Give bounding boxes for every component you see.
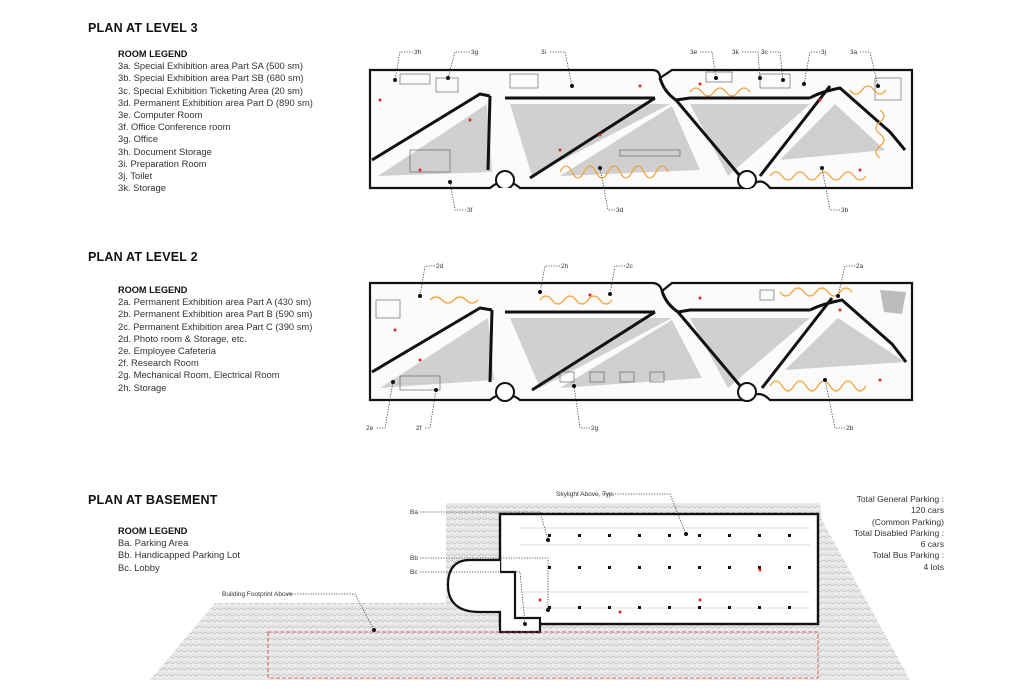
callout-2f: 2f bbox=[416, 425, 422, 432]
legend-item-ba: Ba. Parking Area bbox=[118, 537, 189, 549]
level2-legend-heading: ROOM LEGEND bbox=[118, 285, 188, 295]
legend-item-2a: 2a. Permanent Exhibition area Part A (43… bbox=[118, 296, 312, 308]
parking-aisles bbox=[520, 527, 810, 609]
callout-3c: 3c bbox=[761, 49, 769, 56]
legend-item-2d: 2d. Photo room & Storage, etc. bbox=[118, 332, 247, 344]
legend-item-2b: 2b. Permanent Exhibition area Part B (59… bbox=[118, 308, 313, 320]
legend-item-3f: 3f. Office Conference room bbox=[118, 121, 231, 133]
level2-void-3 bbox=[560, 320, 702, 388]
footprint-label: Building Footprint Above bbox=[222, 591, 293, 598]
callout-dots bbox=[372, 76, 880, 632]
stat-disabled-value: 6 cars bbox=[920, 539, 944, 550]
stat-general-note: (Common Parking) bbox=[871, 516, 944, 527]
level3-route bbox=[559, 85, 887, 181]
legend-item-3a: 3a. Special Exhibition area Part SA (500… bbox=[118, 60, 303, 72]
legend-item-3h: 3h. Document Storage bbox=[118, 145, 212, 157]
red-markers bbox=[378, 82, 882, 626]
legend-item-3g: 3g. Office bbox=[118, 133, 158, 145]
callout-ba: Ba bbox=[410, 509, 418, 516]
callout-bc: Bc bbox=[410, 569, 418, 576]
level3-void-1 bbox=[378, 104, 492, 176]
level2-title: PLAN AT LEVEL 2 bbox=[88, 250, 198, 264]
parking-ramp bbox=[446, 558, 542, 634]
level3-furniture bbox=[399, 71, 902, 173]
callout-2b: 2b bbox=[846, 425, 854, 432]
callout-3k: 3k bbox=[732, 49, 740, 56]
legend-item-3b: 3b. Special Exhibition area Part SB (680… bbox=[118, 72, 304, 84]
legend-item-bb: Bb. Handicapped Parking Lot bbox=[118, 549, 240, 561]
callout-3d: 3d bbox=[616, 207, 624, 214]
legend-item-3i: 3i. Preparation Room bbox=[118, 157, 207, 169]
level2-furniture bbox=[375, 289, 775, 391]
callout-3a: 3a bbox=[850, 49, 858, 56]
basement-title: PLAN AT BASEMENT bbox=[88, 493, 218, 507]
level3-void-3 bbox=[560, 106, 700, 176]
stat-bus-label: Total Bus Parking : bbox=[872, 550, 944, 561]
callout-2d: 2d bbox=[436, 263, 444, 270]
callout-2c: 2c bbox=[626, 263, 634, 270]
legend-item-2e: 2e. Employee Cafeteria bbox=[118, 345, 216, 357]
stat-general-value: 120 cars bbox=[911, 505, 944, 516]
callout-3b: 3b bbox=[841, 207, 849, 214]
callout-2g: 2g bbox=[591, 425, 599, 432]
level3-legend-heading: ROOM LEGEND bbox=[118, 49, 188, 59]
level3-walls bbox=[371, 77, 907, 180]
callout-3g: 3g bbox=[471, 49, 479, 56]
callout-2h: 2h bbox=[561, 263, 569, 270]
level3-legend: ROOM LEGEND 3a. Special Exhibition area … bbox=[118, 48, 313, 194]
legend-item-3d: 3d. Permanent Exhibition area Part D (89… bbox=[118, 96, 313, 108]
parking-structure bbox=[498, 512, 820, 626]
legend-item-2h: 2h. Storage bbox=[118, 381, 167, 393]
legend-item-3c: 3c. Special Exhibition Ticketing Area (2… bbox=[118, 84, 303, 96]
level3-void-4 bbox=[690, 104, 810, 176]
parking-columns bbox=[548, 534, 791, 609]
basement-legend-heading: ROOM LEGEND bbox=[118, 526, 188, 536]
level2-sculpture bbox=[880, 290, 906, 314]
level2-plan bbox=[368, 281, 914, 402]
level2-void-1 bbox=[380, 318, 494, 388]
stat-disabled-label: Total Disabled Parking : bbox=[853, 527, 944, 538]
stat-bus-value: 4 lots bbox=[923, 561, 944, 572]
legend-item-2g: 2g. Mechanical Room, Electrical Room bbox=[118, 369, 280, 381]
parking-stats: Total General Parking : 120 cars (Common… bbox=[854, 494, 944, 573]
legend-item-3j: 3j. Toilet bbox=[118, 170, 153, 182]
callout-3i: 3i bbox=[541, 49, 546, 56]
basement-plan bbox=[150, 503, 910, 680]
callout-3e: 3e bbox=[690, 49, 698, 56]
level2-walls bbox=[371, 290, 908, 392]
callout-3h: 3h bbox=[414, 49, 422, 56]
level3-void-5 bbox=[780, 104, 885, 160]
legend-item-3e: 3e. Computer Room bbox=[118, 109, 203, 121]
legend-item-bc: Bc. Lobby bbox=[118, 561, 160, 573]
skylight-label: Skylight Above, Typ. bbox=[556, 491, 615, 498]
level2-void-5 bbox=[785, 318, 905, 370]
legend-item-2f: 2f. Research Room bbox=[118, 357, 199, 369]
callout-2a: 2a bbox=[856, 263, 864, 270]
level2-route bbox=[429, 287, 867, 392]
basement-legend: ROOM LEGEND Ba. Parking Area Bb. Handica… bbox=[118, 525, 240, 574]
building-footprint-outline bbox=[267, 631, 819, 679]
level3-title: PLAN AT LEVEL 3 bbox=[88, 21, 198, 35]
callout-3j: 3j bbox=[821, 49, 826, 56]
level2-legend: ROOM LEGEND 2a. Permanent Exhibition are… bbox=[118, 284, 312, 394]
callout-leaders bbox=[287, 51, 879, 631]
level2-void-4 bbox=[690, 318, 810, 388]
stat-general-label: Total General Parking : bbox=[856, 494, 944, 504]
callout-bb: Bb bbox=[410, 555, 418, 562]
legend-item-2c: 2c. Permanent Exhibition area Part C (39… bbox=[118, 320, 313, 332]
callout-2e: 2e bbox=[366, 425, 374, 432]
callout-3f: 3f bbox=[467, 207, 473, 214]
legend-item-3k: 3k. Storage bbox=[118, 182, 166, 194]
level3-plan bbox=[368, 68, 914, 190]
